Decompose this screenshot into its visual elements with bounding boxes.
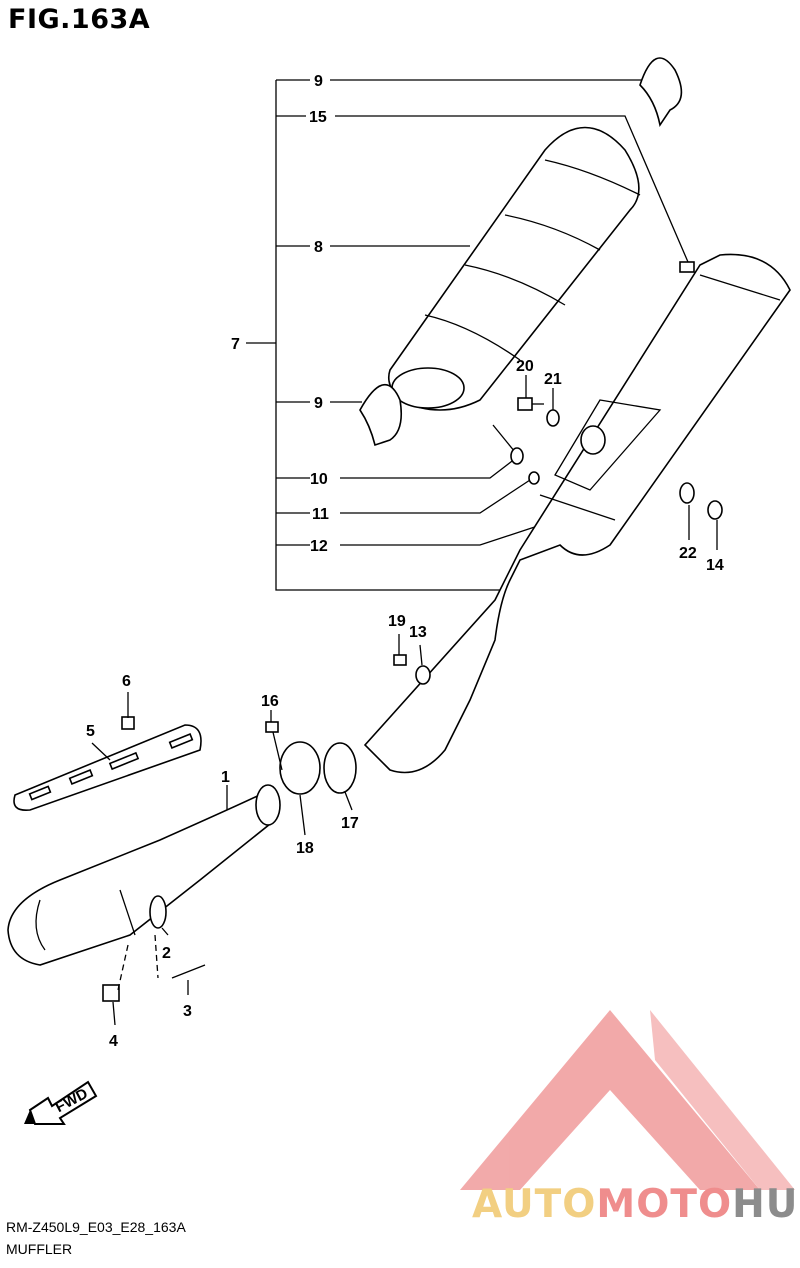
callout-11: 11 [312, 506, 329, 523]
callout-17: 19 [388, 613, 406, 630]
brand-part-auto: AUTO [472, 1182, 597, 1227]
callout-19: 21 [544, 371, 562, 388]
callout-14: 17 [341, 815, 359, 832]
leader-lines [91, 375, 718, 1026]
callout-2: 2 [162, 945, 171, 962]
fwd-arrow: FWD [24, 1080, 98, 1125]
callout-10: 10 [310, 471, 328, 488]
exhaust-pipe [7, 784, 281, 966]
callout-15: 16 [261, 693, 279, 710]
diagram-code: RM-Z450L9_E03_E28_163A [6, 1219, 186, 1235]
callout-4: 4 [109, 1033, 118, 1050]
callout-20: 14 [706, 557, 724, 574]
silencer-cover [387, 126, 641, 411]
callout-22: 13 [409, 624, 427, 641]
callout-9-lower: 9 [314, 395, 323, 412]
callout-9-top: 9 [314, 73, 323, 90]
callout-3: 3 [183, 1003, 192, 1020]
heat-shield [13, 724, 202, 812]
callout-16: 18 [296, 840, 314, 857]
callout-labels: 9 15 8 7 9 10 11 12 20 21 22 14 19 13 6 … [86, 73, 724, 1050]
callout-7: 7 [231, 336, 240, 353]
callout-6: 6 [122, 673, 131, 690]
diagram-name: MUFFLER [6, 1241, 73, 1257]
silencer-body [363, 253, 791, 774]
callout-18: 20 [516, 358, 534, 375]
callout-1: 1 [221, 769, 230, 786]
brand-wordmark: AUTOMOTOHUB [472, 1182, 800, 1227]
callout-5: 5 [86, 723, 95, 740]
callout-13: 15 [309, 109, 327, 126]
watermark-logo [460, 1010, 795, 1190]
brand-part-hub: HUB [732, 1182, 800, 1227]
callout-12: 12 [310, 538, 328, 555]
small-parts [102, 57, 723, 1002]
brand-part-moto: MOTO [596, 1182, 733, 1227]
callout-8: 8 [314, 239, 323, 256]
figure-title: FIG.163A [8, 4, 151, 35]
callout-21: 22 [679, 545, 697, 562]
